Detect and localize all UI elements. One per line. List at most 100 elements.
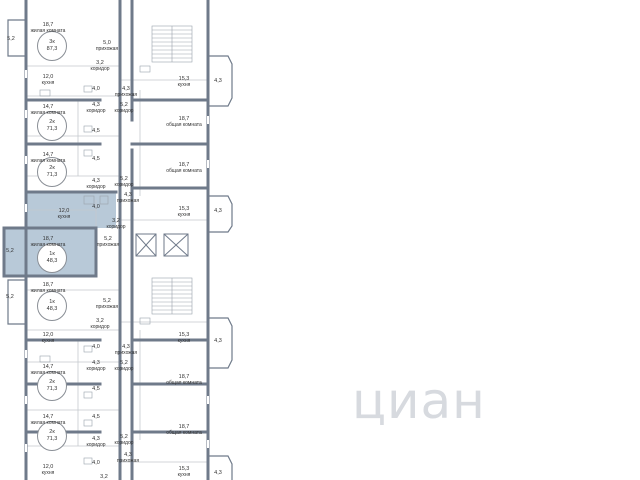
rooms: 2к [49,429,55,435]
room-name: коридор [86,366,106,372]
room-area: 3,2 [96,318,104,324]
room-area: 4,3 [92,178,100,184]
room-name: коридор [114,440,134,446]
area: 71,3 [46,172,58,178]
room-area: 14,7 [42,152,54,158]
room-area: 4,0 [92,460,100,466]
room-area: 4,3 [92,436,100,442]
room-name: жилая комната [30,420,66,426]
room-area: 18,7 [42,236,54,242]
room-area: 15,3 [178,206,190,212]
room-area: 4,0 [92,204,100,210]
room-area: 5,2 [120,102,128,108]
room-name: прихожая [95,304,119,310]
rooms: 2к [49,165,55,171]
room-area: 4,5 [92,128,100,134]
room-area: 12,0 [58,208,70,214]
room-area: 12,0 [42,74,54,80]
room-name: общая комната [166,168,202,174]
room-name: общая комната [166,430,202,436]
room-name: кухня [41,470,55,476]
area: 48,3 [46,306,58,312]
rooms: 1к [49,251,55,257]
area: 87,3 [46,46,58,52]
room-name: прихожая [114,350,138,356]
room-name: жилая комната [30,28,66,34]
room-area: 3,2 [100,474,108,480]
room-name: прихожая [95,46,119,52]
plumbing-fixtures [39,65,151,465]
room-area: 3,2 [96,60,104,66]
room-area: 4,3 [124,452,132,458]
room-area: 4,3 [124,192,132,198]
rooms: 2к [49,379,55,385]
room-area: 3,2 [112,218,120,224]
room-area: 5,2 [103,298,111,304]
room-area: 4,3 [214,208,222,214]
room-name: жилая комната [30,288,66,294]
balconies [7,19,233,480]
room-name: кухня [177,338,191,344]
room-name: прихожая [114,92,138,98]
room-area: 4,3 [122,86,130,92]
room-area: 15,3 [178,466,190,472]
rooms: 1к [49,299,55,305]
room-name: кухня [41,338,55,344]
room-name: коридор [86,108,106,114]
room-name: жилая комната [30,370,66,376]
room-area: 18,7 [178,162,190,168]
room-area: 5,2 [120,434,128,440]
room-name: кухня [57,214,71,220]
room-name: общая комната [166,380,202,386]
room-name: жилая комната [30,242,66,248]
room-area: 5,2 [104,236,112,242]
room-area: 4,0 [92,86,100,92]
room-area: 5,2 [6,294,14,300]
windows [25,70,209,452]
area: 48,3 [46,258,58,264]
room-area: 12,0 [42,464,54,470]
room-area: 5,0 [103,40,111,46]
room-area: 5,2 [6,248,14,254]
room-area: 15,3 [178,332,190,338]
area: 71,3 [46,436,58,442]
room-name: жилая комната [30,110,66,116]
watermark-logo: циан [352,372,486,430]
room-name: прихожая [116,458,140,464]
area: 71,3 [46,126,58,132]
staircase-bottom [151,277,193,315]
room-area: 4,3 [122,344,130,350]
staircase-top [151,25,193,63]
room-area: 4,3 [214,78,222,84]
room-area: 18,7 [178,374,190,380]
room-area: 4,0 [92,344,100,350]
room-name: кухня [177,472,191,478]
room-area: 4,5 [92,156,100,162]
room-area: 5,2 [120,176,128,182]
room-name: коридор [114,366,134,372]
room-name: коридор [106,224,126,230]
room-area: 14,7 [42,364,54,370]
elevator-shafts [135,233,189,257]
room-area: 18,7 [178,116,190,122]
rooms: 2к [49,119,55,125]
room-name: коридор [114,182,134,188]
room-area: 18,7 [178,424,190,430]
room-area: 4,3 [92,360,100,366]
area: 71,3 [46,386,58,392]
room-name: коридор [90,324,110,330]
room-name: коридор [86,442,106,448]
room-name: кухня [177,82,191,88]
room-name: коридор [86,184,106,190]
room-area: 4,3 [214,338,222,344]
room-name: общая комната [166,122,202,128]
room-name: кухня [177,212,191,218]
room-name: прихожая [116,198,140,204]
